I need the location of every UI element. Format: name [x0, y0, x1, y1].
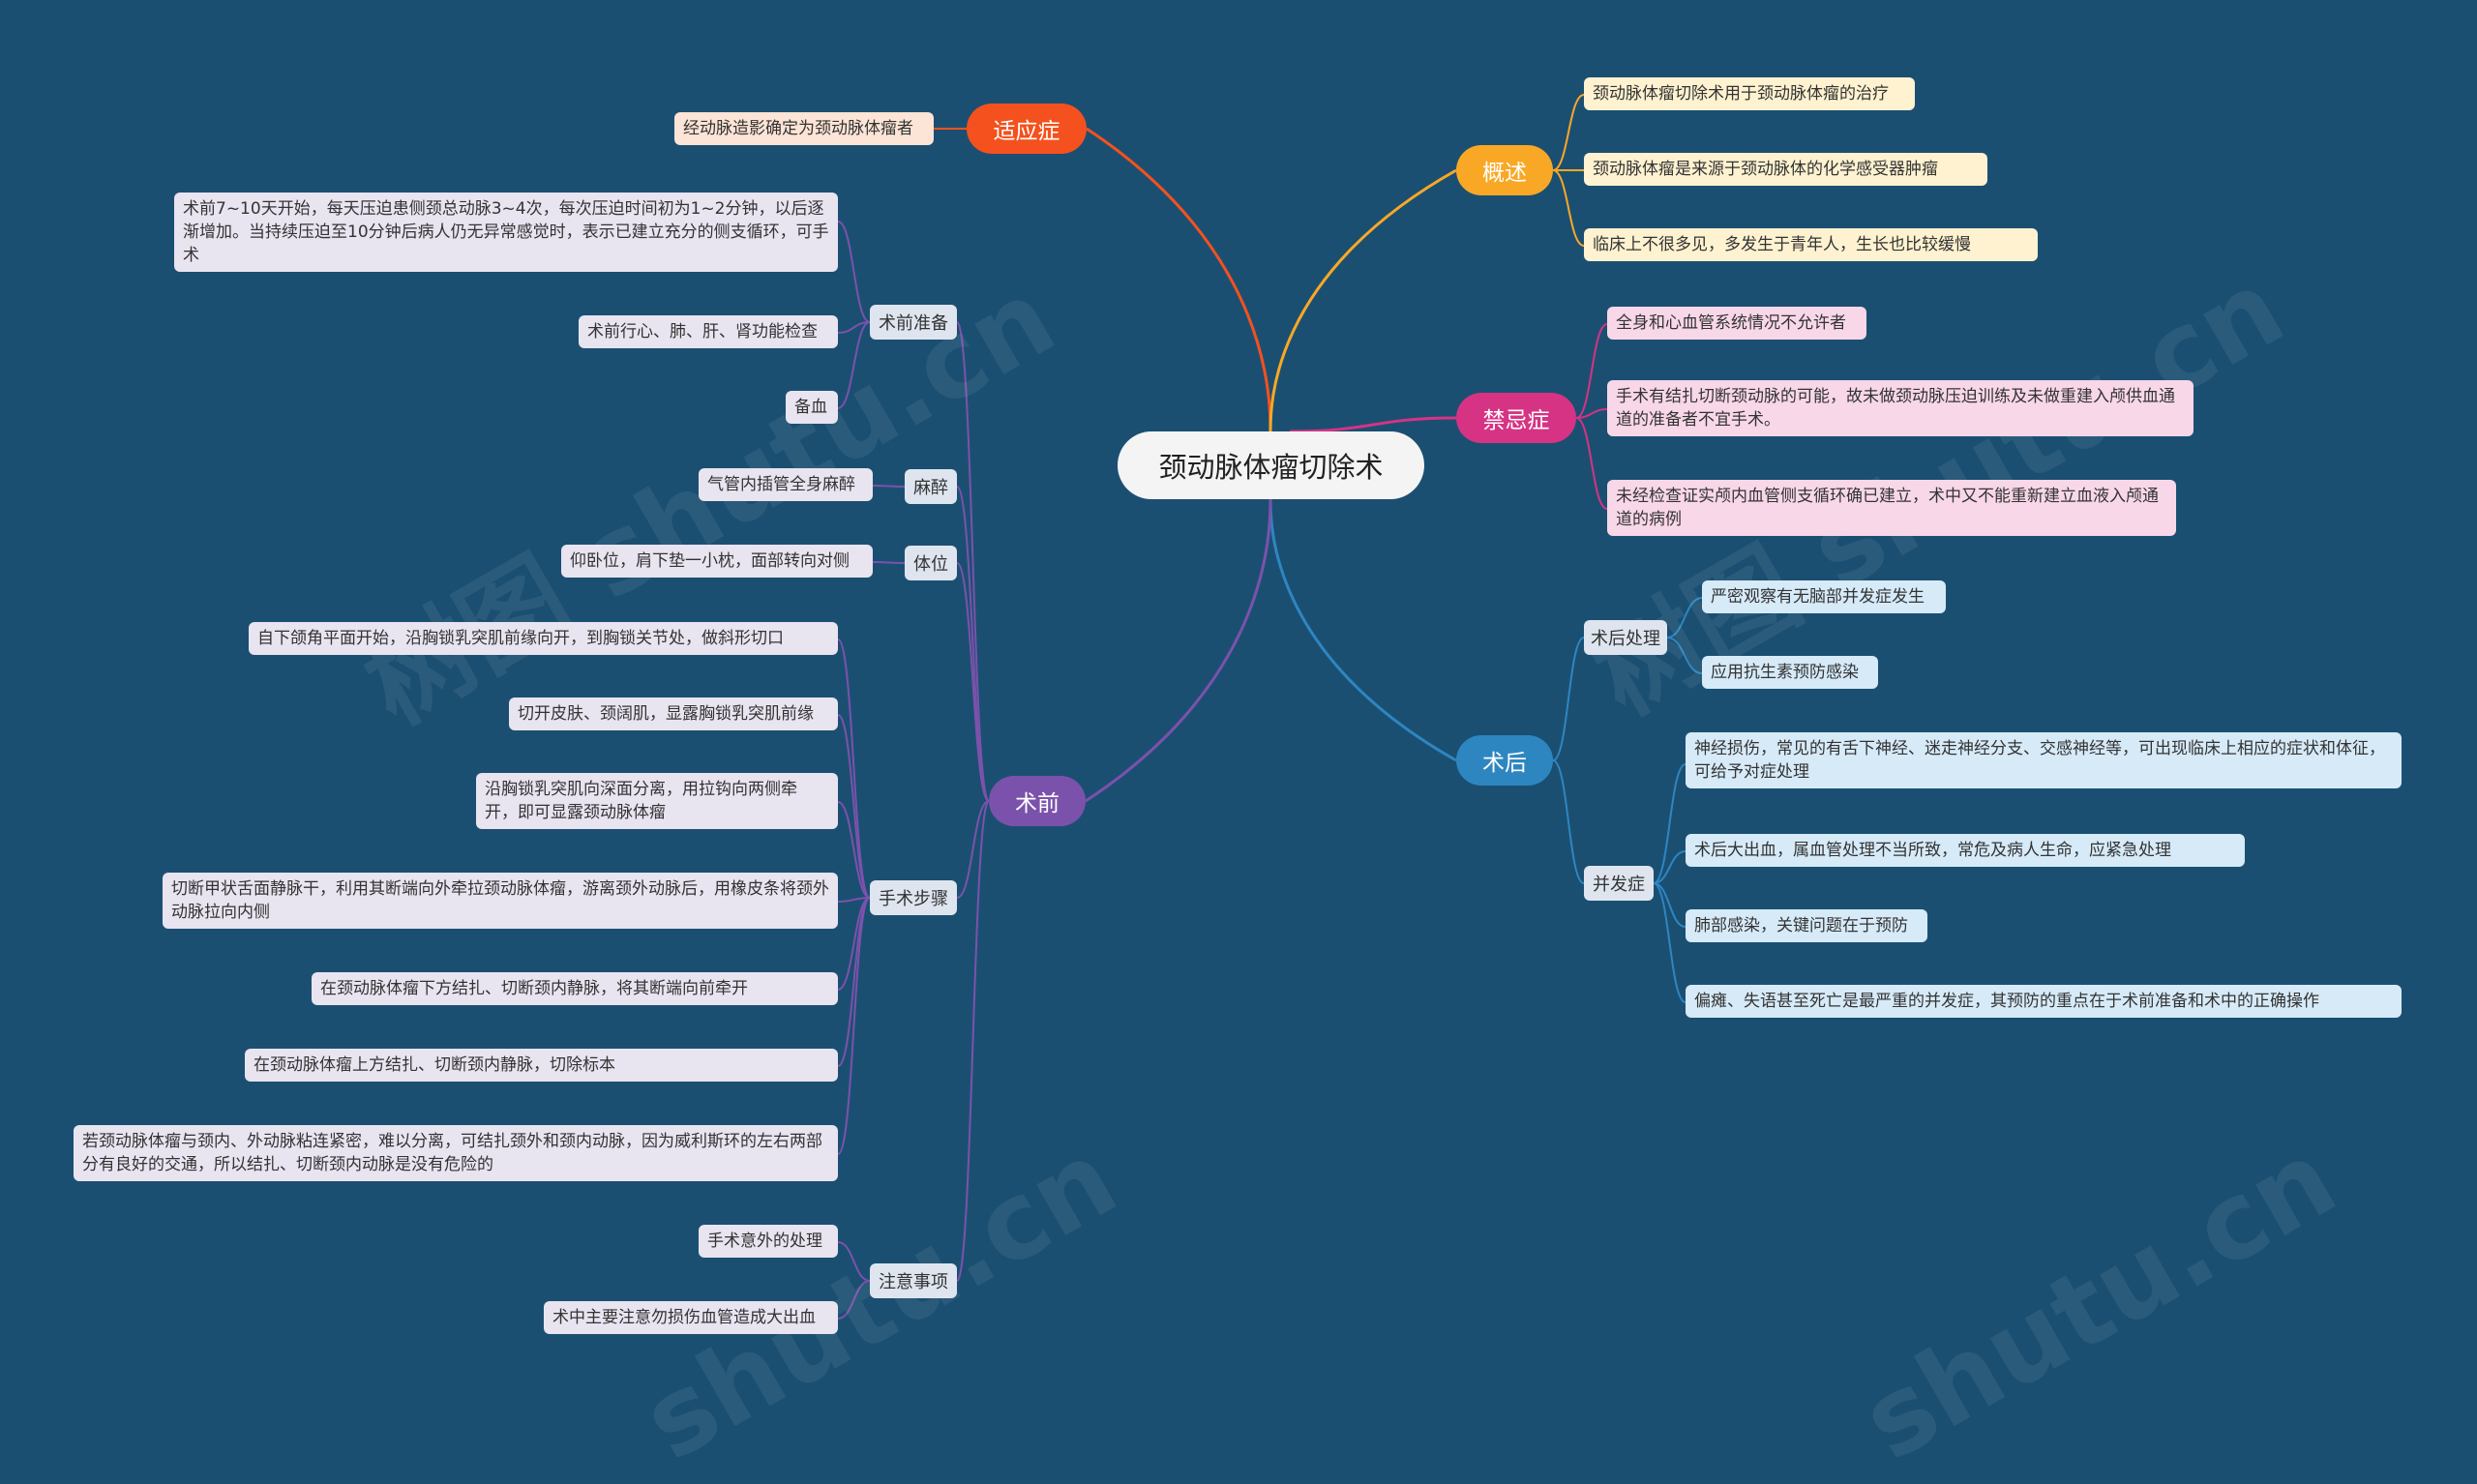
link-notes-item: [837, 1280, 871, 1320]
complication-item[interactable]: 术后大出血，属血管处理不当所致，常危及病人生命，应紧急处理: [1686, 834, 2245, 867]
link-complication-item: [1653, 763, 1686, 884]
link-preop-sub: [956, 562, 990, 802]
link-overview: [1268, 168, 1457, 432]
link-contra-item: [1575, 417, 1608, 510]
anesthesia-item[interactable]: 气管内插管全身麻醉: [699, 468, 873, 501]
postop-handling-item[interactable]: 严密观察有无脑部并发症发生: [1702, 580, 1946, 613]
topic-postop[interactable]: 术后: [1456, 735, 1553, 786]
link-notes-item: [837, 1241, 871, 1282]
link-complication-item: [1653, 882, 1686, 928]
link-step-item: [837, 638, 871, 899]
step-item[interactable]: 在颈动脉体瘤下方结扎、切断颈内静脉，将其断端向前牵开: [312, 972, 838, 1005]
contraindication-item[interactable]: 手术有结扎切断颈动脉的可能，故未做颈动脉压迫训练及未做重建入颅供血通道的准备者不…: [1607, 380, 2193, 436]
link-complication-item: [1653, 882, 1686, 1003]
link-step-item: [837, 897, 871, 1155]
link-handling-item: [1666, 597, 1703, 638]
mindmap-canvas: 树图 shutu.cn 树图 shutu.cn shutu.cn shutu.c…: [74, 77, 2402, 1484]
link-postop: [1268, 498, 1457, 762]
link-step-item: [837, 801, 871, 899]
link-prep-item: [837, 321, 871, 334]
link-position-item: [872, 561, 906, 564]
overview-item[interactable]: 颈动脉体瘤是来源于颈动脉体的化学感受器肿瘤: [1584, 153, 1987, 186]
indication-item[interactable]: 经动脉造影确定为颈动脉体瘤者: [674, 112, 934, 145]
link-step-item: [837, 897, 871, 903]
complication-item[interactable]: 肺部感染，关键问题在于预防: [1686, 909, 1927, 942]
preparation-item[interactable]: 备血: [786, 391, 838, 424]
link-prep-item: [837, 321, 871, 409]
link-handling-item: [1666, 637, 1703, 674]
contraindication-item[interactable]: 全身和心血管系统情况不允许者: [1607, 307, 1866, 340]
link-indications: [1086, 127, 1272, 432]
complication-item[interactable]: 偏瘫、失语甚至死亡是最严重的并发症，其预防的重点在于术前准备和术中的正确操作: [1686, 985, 2402, 1018]
subtopic-anesthesia[interactable]: 麻醉: [905, 469, 957, 504]
topic-preop[interactable]: 术前: [989, 776, 1086, 826]
overview-item[interactable]: 颈动脉体瘤切除术用于颈动脉体瘤的治疗: [1584, 77, 1915, 110]
link-contra-item: [1575, 323, 1608, 419]
subtopic-postop-handling[interactable]: 术后处理: [1584, 620, 1667, 655]
postop-handling-item[interactable]: 应用抗生素预防感染: [1702, 656, 1878, 689]
link-preop: [1085, 498, 1272, 803]
subtopic-position[interactable]: 体位: [905, 546, 957, 580]
complication-item[interactable]: 神经损伤，常见的有舌下神经、迷走神经分支、交感神经等，可出现临床上相应的症状和体…: [1686, 732, 2402, 788]
overview-item[interactable]: 临床上不很多见，多发生于青年人，生长也比较缓慢: [1584, 228, 2038, 261]
preparation-item[interactable]: 术前7~10天开始，每天压迫患侧颈总动脉3~4次，每次压迫时间初为1~2分钟，以…: [174, 193, 838, 272]
link-preop-sub: [956, 800, 990, 899]
notes-item[interactable]: 术中主要注意勿损伤血管造成大出血: [544, 1301, 838, 1334]
subtopic-complications[interactable]: 并发症: [1584, 866, 1654, 901]
subtopic-steps[interactable]: 手术步骤: [870, 880, 957, 915]
notes-item[interactable]: 手术意外的处理: [699, 1225, 838, 1258]
link-postop-complications: [1552, 759, 1585, 884]
topic-contraindications[interactable]: 禁忌症: [1456, 393, 1576, 443]
link-anesthesia-item: [872, 485, 906, 488]
root-topic[interactable]: 颈动脉体瘤切除术: [1118, 431, 1424, 499]
preparation-item[interactable]: 术前行心、肺、肝、肾功能检查: [579, 315, 838, 348]
link-step-item: [837, 897, 871, 1067]
link-overview-item: [1552, 169, 1585, 247]
step-item[interactable]: 在颈动脉体瘤上方结扎、切断颈内静脉，切除标本: [245, 1049, 838, 1082]
link-step-item: [837, 714, 871, 899]
step-item[interactable]: 自下颌角平面开始，沿胸锁乳突肌前缘向开，到胸锁关节处，做斜形切口: [249, 622, 838, 655]
subtopic-preparation[interactable]: 术前准备: [870, 305, 957, 340]
link-preop-sub: [956, 321, 990, 802]
step-item[interactable]: 切开皮肤、颈阔肌，显露胸锁乳突肌前缘: [509, 697, 838, 730]
link-prep-item: [837, 221, 871, 323]
position-item[interactable]: 仰卧位，肩下垫一小枕，面部转向对侧: [561, 545, 873, 578]
step-item[interactable]: 沿胸锁乳突肌向深面分离，用拉钩向两侧牵开，即可显露颈动脉体瘤: [476, 773, 838, 829]
link-contraindications: [1289, 416, 1457, 433]
connector-lines: [837, 94, 1703, 1320]
link-contra-item: [1575, 408, 1608, 419]
step-item[interactable]: 若颈动脉体瘤与颈内、外动脉粘连紧密，难以分离，可结扎颈外和颈内动脉，因为威利斯环…: [74, 1125, 838, 1181]
subtopic-notes[interactable]: 注意事项: [870, 1263, 957, 1298]
step-item[interactable]: 切断甲状舌面静脉干，利用其断端向外牵拉颈动脉体瘤，游离颈外动脉后，用橡皮条将颈外…: [163, 873, 838, 929]
link-step-item: [837, 897, 871, 991]
link-postop-handling: [1552, 637, 1585, 761]
link-preop-sub: [956, 800, 990, 1282]
contraindication-item[interactable]: 未经检查证实颅内血管侧支循环确已建立，术中又不能重新建立血液入颅通道的病例: [1607, 480, 2176, 536]
topic-overview[interactable]: 概述: [1456, 145, 1553, 195]
link-complication-item: [1653, 850, 1686, 884]
link-overview-item: [1552, 94, 1585, 171]
topic-indications[interactable]: 适应症: [967, 104, 1087, 154]
